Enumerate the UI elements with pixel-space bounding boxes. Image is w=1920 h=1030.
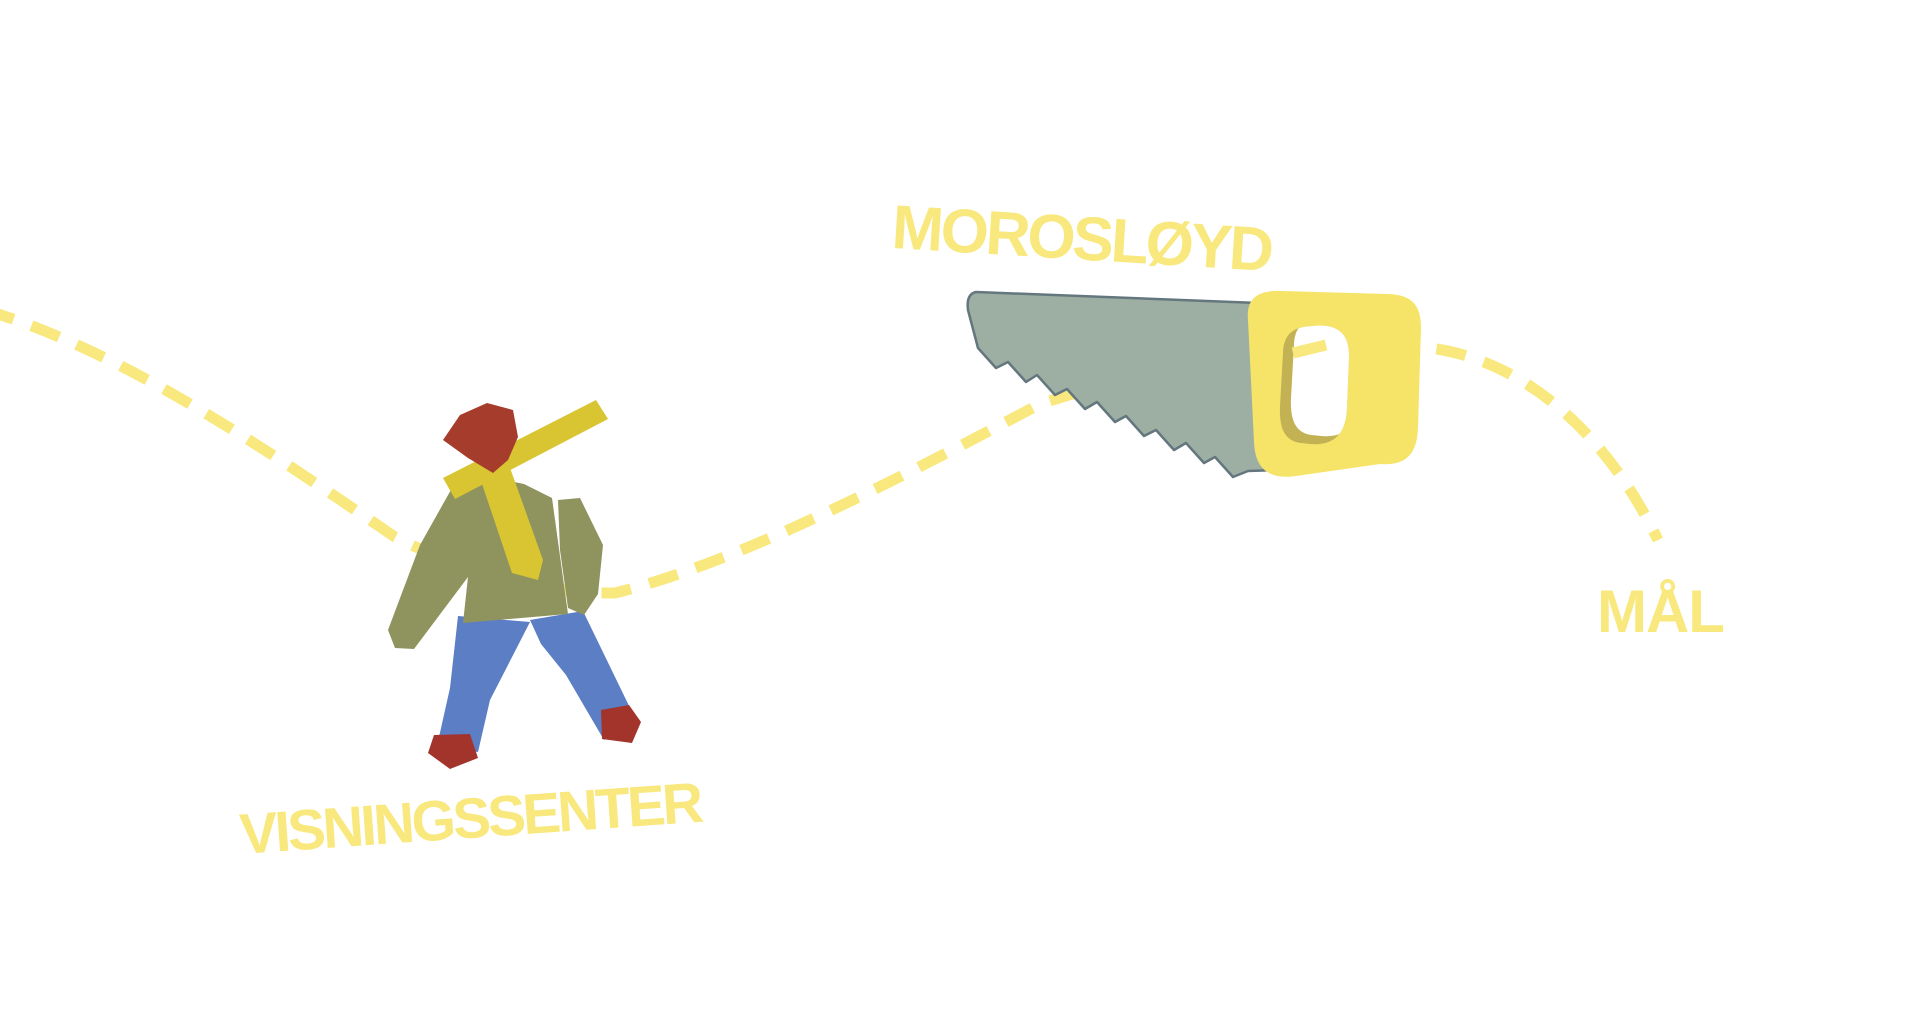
person-scarf-strap bbox=[479, 465, 543, 580]
person-arm-right bbox=[558, 498, 603, 615]
route-dash-through-hole bbox=[1291, 339, 1328, 359]
saw-blade bbox=[966, 290, 1337, 479]
person-leg-right bbox=[530, 611, 632, 740]
person-shoe-right bbox=[601, 705, 641, 743]
walking-person-icon bbox=[388, 400, 641, 769]
label-mal: MÅL bbox=[1597, 578, 1725, 645]
person-leg-left bbox=[437, 616, 530, 752]
route-dashed-path bbox=[0, 308, 1663, 599]
hand-saw-icon bbox=[966, 290, 1421, 479]
person-shoe-left bbox=[428, 734, 478, 769]
person-plank bbox=[443, 400, 608, 499]
person-hood-head bbox=[443, 403, 518, 473]
